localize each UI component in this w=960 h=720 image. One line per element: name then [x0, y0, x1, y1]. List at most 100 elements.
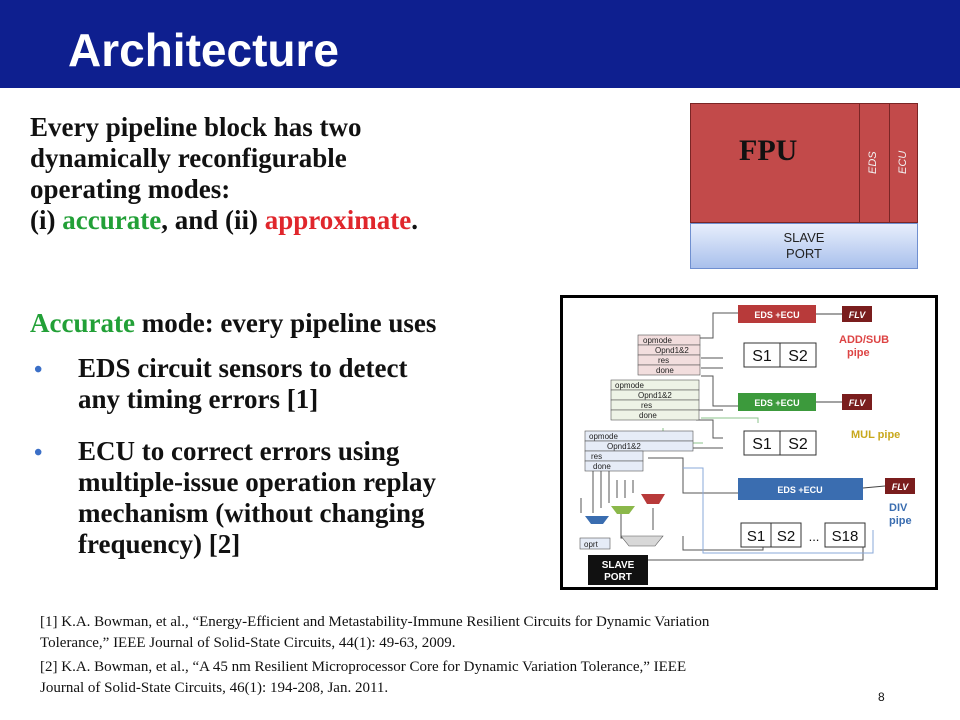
- mux-mul-icon: [611, 506, 635, 514]
- diagram-slave-label-2: PORT: [604, 572, 632, 583]
- ecu-column: ECU: [889, 104, 919, 224]
- intro-line-4-c: .: [411, 205, 418, 235]
- add-opnd-label: Opnd1&2: [655, 346, 689, 355]
- bullet-2-line-4: frequency) [2]: [78, 529, 241, 559]
- add-s2-box: [779, 342, 817, 368]
- mul-s2-label: S2: [788, 436, 808, 453]
- intro-line-4: (i) accurate, and (ii) approximate.: [30, 205, 550, 236]
- div-done-label: done: [593, 462, 611, 471]
- flv-mul-label: FLV: [849, 398, 866, 408]
- flv-div-label: FLV: [892, 482, 909, 492]
- bullet-1-glyph: •: [34, 357, 43, 383]
- div-s2-box: [770, 522, 802, 548]
- div-s1-box: [740, 522, 772, 548]
- bullet-1-line-2: any timing errors [1]: [78, 384, 319, 414]
- eds-ecu-div-label: EDS +ECU: [777, 485, 822, 495]
- bullet-2-text: ECU to correct errors using multiple-iss…: [78, 436, 436, 560]
- add-done-reg: [637, 364, 701, 376]
- accurate-mode-word: Accurate: [30, 308, 135, 338]
- oprt-label: oprt: [584, 540, 599, 549]
- intro-line-1: Every pipeline block has two: [30, 112, 362, 142]
- add-res-label: res: [658, 356, 669, 365]
- div-pipe-label-1: DIV: [889, 502, 908, 514]
- div-s18-box: [824, 522, 866, 548]
- fpu-label: FPU: [739, 134, 798, 167]
- bullet-1-line-1: EDS circuit sensors to detect: [78, 353, 408, 383]
- reference-2: [2] K.A. Bowman, et al., “A 45 nm Resili…: [40, 657, 900, 699]
- flv-mul-box: [842, 394, 872, 410]
- diagram-wiring: [580, 312, 864, 578]
- add-s1-box: [743, 342, 781, 368]
- mul-pipe-label: MUL pipe: [851, 429, 900, 441]
- div-s2-label: S2: [777, 528, 795, 545]
- add-sub-pipe-label-1: ADD/SUB: [839, 334, 889, 346]
- reference-1-line-2: Tolerance,” IEEE Journal of Solid-State …: [40, 635, 456, 651]
- diagram-wiring-blue: [683, 467, 874, 554]
- slide-title: Architecture: [68, 24, 339, 76]
- div-ellipsis: ...: [809, 529, 820, 544]
- add-opmode-label: opmode: [643, 336, 672, 345]
- flv-add-box: [842, 306, 872, 322]
- bullet-2-line-3: mechanism (without changing: [78, 498, 425, 528]
- pipeline-diagram: EDS +ECU FLV S1 S2 ADD/SUB pipe EDS +ECU…: [560, 295, 938, 590]
- mul-s1-box: [743, 430, 781, 456]
- intro-line-2: dynamically reconfigurable: [30, 143, 347, 173]
- div-opnd-label: Opnd1&2: [607, 442, 641, 451]
- eds-column: EDS: [859, 104, 889, 224]
- div-done-reg: [584, 460, 644, 472]
- mul-s2-box: [779, 430, 817, 456]
- eds-label: EDS: [867, 151, 879, 174]
- intro-line-4-a: (i): [30, 205, 63, 235]
- add-s1-label: S1: [752, 348, 772, 365]
- mul-res-reg: [610, 399, 700, 411]
- fpu-slave-label-2: PORT: [786, 246, 822, 261]
- title-bar: Architecture: [0, 0, 960, 88]
- flv-add-label: FLV: [849, 310, 866, 320]
- eds-ecu-mul-box: [738, 393, 816, 411]
- mul-done-reg: [610, 409, 700, 421]
- page-number: 8: [878, 690, 885, 704]
- accurate-mode-heading: Accurate mode: every pipeline uses: [30, 308, 436, 339]
- div-opmode-label: opmode: [589, 432, 618, 441]
- fpu-slave-port: SLAVE PORT: [690, 223, 918, 269]
- flv-div-link: [862, 485, 886, 489]
- intro-line-4-b: , and (ii): [161, 205, 265, 235]
- eds-ecu-mul-label: EDS +ECU: [754, 398, 799, 408]
- reference-2-line-1: [2] K.A. Bowman, et al., “A 45 nm Resili…: [40, 659, 687, 675]
- eds-ecu-add-label: EDS +ECU: [754, 310, 799, 320]
- diagram-slave-label-1: SLAVE: [602, 560, 635, 571]
- oprt-reg: [579, 537, 611, 550]
- mul-res-label: res: [641, 401, 652, 410]
- mul-opnd-label: Opnd1&2: [638, 391, 672, 400]
- mul-s1-label: S1: [752, 436, 772, 453]
- div-res-label: res: [591, 452, 602, 461]
- div-pipe-label-2: pipe: [889, 515, 912, 527]
- intro-text: Every pipeline block has two dynamically…: [30, 112, 550, 236]
- bullet-1-text: EDS circuit sensors to detect any timing…: [78, 353, 407, 415]
- add-s2-label: S2: [788, 348, 808, 365]
- approximate-word: approximate: [264, 205, 412, 235]
- bullet-2-glyph: •: [34, 440, 43, 466]
- reference-1-line-1: [1] K.A. Bowman, et al., “Energy-Efficie…: [40, 614, 710, 630]
- mul-done-label: done: [639, 411, 657, 420]
- flv-div-box: [885, 478, 915, 494]
- bullet-2-line-1: ECU to correct errors using: [78, 436, 400, 466]
- intro-line-3: operating modes:: [30, 174, 231, 204]
- reference-2-line-2: Journal of Solid-State Circuits, 46(1): …: [40, 680, 389, 696]
- div-s1-label: S1: [747, 528, 765, 545]
- div-s18-label: S18: [832, 528, 859, 545]
- eds-ecu-div-box: [738, 478, 863, 500]
- accurate-word: accurate: [62, 205, 162, 235]
- diagram-slave-port-box: [588, 555, 648, 585]
- accurate-mode-rest: mode: every pipeline uses: [134, 308, 437, 338]
- add-done-label: done: [656, 366, 674, 375]
- bullet-2-line-2: multiple-issue operation replay: [78, 467, 437, 497]
- reference-1: [1] K.A. Bowman, et al., “Energy-Efficie…: [40, 612, 900, 654]
- eds-ecu-add-box: [738, 305, 816, 323]
- fpu-slave-label-1: SLAVE: [783, 230, 825, 245]
- mux-add-icon: [641, 494, 665, 504]
- add-sub-pipe-label-2: pipe: [847, 347, 870, 359]
- mul-opmode-label: opmode: [615, 381, 644, 390]
- mux-div-icon: [585, 516, 609, 524]
- ecu-label: ECU: [897, 150, 909, 174]
